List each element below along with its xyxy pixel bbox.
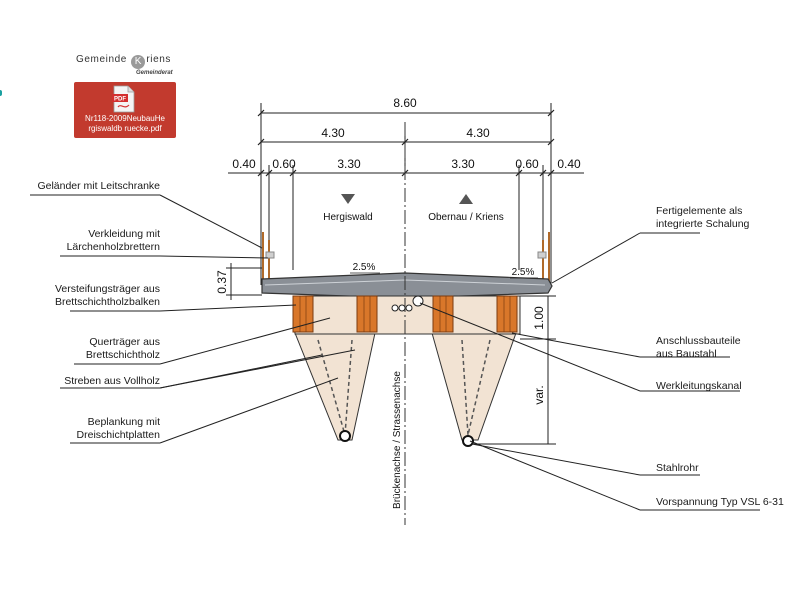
label-crossbeam-line1: Querträger aus — [89, 336, 160, 348]
direction-arrow-down-icon — [341, 194, 355, 204]
dim-crossbeam-height: 1.00 — [532, 306, 546, 330]
dim-rail-right: 0.60 — [515, 157, 539, 171]
dim-half-left: 4.30 — [321, 126, 345, 140]
dim-rail-left: 0.60 — [272, 157, 296, 171]
label-cladding-line2: Lärchenholzbrettern — [66, 241, 160, 253]
council-label: Gemeinderat — [136, 70, 173, 76]
label-railing: Geländer mit Leitschranke — [37, 180, 160, 192]
railing-left — [262, 232, 275, 286]
girder-left — [294, 332, 376, 442]
label-cladding-line1: Verkleidung mit — [88, 228, 160, 240]
dim-lane-right: 3.30 — [451, 157, 475, 171]
steel-tube-left — [339, 430, 351, 442]
pdf-file-name: Nr118-2009NeubauHe rgiswaldb ruecke.pdf — [76, 114, 174, 134]
label-connection-line2: aus Baustahl — [656, 348, 717, 360]
label-struts: Streben aus Vollholz — [64, 375, 160, 387]
slope-right-label: 2.5% — [512, 267, 535, 278]
dim-edge-left: 0.40 — [232, 157, 256, 171]
label-stiffener-line1: Versteifungsträger aus — [54, 283, 160, 295]
pdf-file-name-line2: rgiswaldb ruecke.pdf — [88, 124, 162, 133]
label-connection-line1: Anschlussbauteile — [656, 335, 741, 347]
deck-slab — [261, 272, 553, 299]
label-utility-duct: Werkleitungskanal — [656, 380, 742, 392]
label-steel-tube: Stahlrohr — [656, 462, 699, 474]
label-prestressing: Vorspannung Typ VSL 6-31 — [656, 496, 784, 508]
crossbeam — [294, 295, 521, 335]
pdf-attachment[interactable]: PDF Nr118-2009NeubauHe rgiswaldb ruecke.… — [74, 82, 176, 138]
label-precast-line1: Fertigelemente als — [656, 205, 743, 217]
org-logo-mark: K — [131, 55, 146, 69]
label-planking-line2: Dreischichtplatten — [76, 429, 160, 441]
steel-tube-right — [462, 435, 474, 447]
dim-edge-right: 0.40 — [557, 157, 581, 171]
dim-total: 8.60 — [393, 96, 417, 110]
dim-strut-height: var. — [532, 385, 546, 404]
edge-marker — [0, 90, 2, 96]
girder-right — [431, 332, 517, 447]
org-name-right: riens — [146, 54, 172, 65]
dimension-lines — [226, 103, 584, 445]
dim-half-right: 4.30 — [466, 126, 490, 140]
slope-left-label: 2.5% — [353, 262, 376, 273]
leader-lines-left — [30, 194, 356, 444]
label-crossbeam-line2: Brettschichtholz — [85, 349, 160, 361]
label-stiffener-line2: Brettschichtholzbalken — [54, 296, 160, 308]
org-name-left: Gemeinde — [76, 54, 127, 65]
direction-right-label: Obernau / Kriens — [428, 212, 504, 223]
bridge-axis-label: Brückenachse / Strassenachse — [392, 371, 403, 509]
pdf-file-name-line1: Nr118-2009NeubauHe — [85, 114, 165, 123]
leader-lines-right — [419, 232, 760, 511]
railing-right — [537, 232, 550, 286]
stiffening-beams — [292, 295, 518, 333]
dim-deck-thickness: 0.37 — [215, 270, 229, 294]
label-precast-line2: integrierte Schalung — [656, 218, 750, 230]
svg-text:PDF: PDF — [114, 97, 126, 103]
direction-arrow-up-icon — [459, 194, 473, 204]
direction-left-label: Hergiswald — [323, 212, 372, 223]
pdf-file-icon: PDF — [112, 85, 135, 113]
label-planking-line1: Beplankung mit — [87, 416, 160, 428]
dim-lane-left: 3.30 — [337, 157, 361, 171]
